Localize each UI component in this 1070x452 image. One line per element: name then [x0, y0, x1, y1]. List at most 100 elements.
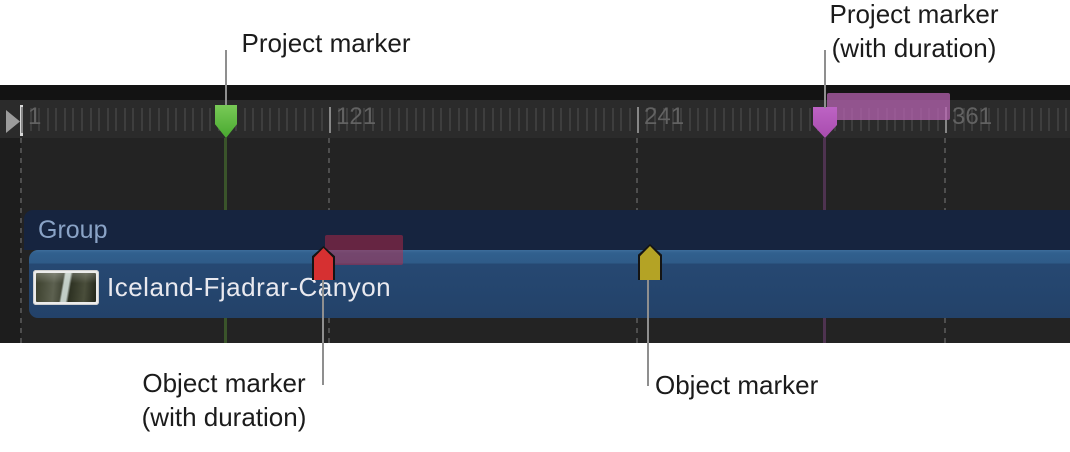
callout-line-object-marker — [647, 280, 649, 386]
ruler-minor-tick — [294, 108, 297, 131]
object-marker-red-fill — [314, 248, 333, 280]
ruler-minor-tick — [1065, 108, 1068, 131]
ruler-minor-tick — [996, 108, 999, 131]
callout-object-marker-duration: Object marker (with duration) — [142, 366, 307, 434]
ruler-minor-tick — [80, 108, 83, 131]
ruler-frame-number: 241 — [644, 103, 685, 130]
ruler-minor-tick — [671, 108, 674, 131]
callout-line-project-marker — [225, 50, 227, 105]
ruler-minor-tick — [800, 108, 802, 131]
dashed-gridline — [20, 138, 22, 343]
ruler-minor-tick — [389, 108, 392, 131]
ruler-minor-tick — [1056, 108, 1059, 131]
ruler-major-tick — [945, 107, 947, 133]
ruler-minor-tick — [611, 108, 614, 131]
ruler-frame-number: 1 — [28, 103, 42, 130]
ruler-minor-tick — [705, 108, 708, 131]
ruler-minor-tick — [252, 108, 255, 131]
ruler-minor-tick — [123, 108, 126, 131]
callout-line-object-marker-duration — [322, 280, 324, 385]
ruler-frame-number: 361 — [952, 103, 993, 130]
ruler-minor-tick — [166, 108, 169, 131]
ruler-major-tick — [21, 107, 23, 133]
ruler-minor-tick — [1048, 108, 1051, 131]
ruler-minor-tick — [971, 108, 974, 131]
ruler-minor-tick — [979, 108, 982, 131]
ruler-minor-tick — [988, 108, 991, 131]
ruler-minor-tick — [372, 108, 374, 131]
ruler-minor-tick — [320, 108, 323, 131]
ruler-minor-tick — [449, 108, 451, 131]
ruler-minor-tick — [534, 108, 537, 131]
ruler-minor-tick — [431, 108, 434, 131]
playhead-icon[interactable] — [6, 110, 20, 133]
callout-project-marker-duration: Project marker (with duration) — [829, 0, 998, 65]
ruler-minor-tick — [954, 108, 956, 131]
project-marker-duration-bar[interactable] — [827, 93, 950, 120]
ruler-minor-tick — [483, 108, 486, 131]
ruler-minor-tick — [38, 108, 41, 131]
ruler-minor-tick — [808, 108, 811, 131]
callout-line-project-marker-duration — [824, 50, 826, 108]
ruler-minor-tick — [346, 108, 349, 131]
ruler-minor-tick — [1031, 108, 1034, 131]
ruler-minor-tick — [149, 108, 152, 131]
ruler-minor-tick — [474, 108, 477, 131]
ruler-minor-tick — [586, 108, 588, 131]
layer-row-label: Iceland-Fjadrar-Canyon — [107, 272, 392, 302]
object-marker-red[interactable] — [312, 246, 335, 280]
ruler-minor-tick — [98, 108, 100, 131]
ruler-minor-tick — [543, 108, 546, 131]
object-marker-yellow-fill — [640, 246, 660, 280]
ruler-minor-tick — [508, 108, 511, 131]
ruler-minor-tick — [962, 108, 965, 131]
callout-object-marker-duration-line2: (with duration) — [141, 402, 307, 432]
ruler-minor-tick — [337, 108, 340, 131]
ruler-minor-tick — [697, 108, 700, 131]
ruler-minor-tick — [354, 108, 357, 131]
callout-object-marker: Object marker — [655, 368, 818, 402]
ruler-minor-tick — [551, 108, 554, 131]
callout-object-marker-label: Object marker — [655, 370, 819, 400]
project-marker-green[interactable] — [215, 105, 237, 138]
ruler-minor-tick — [740, 108, 742, 131]
ruler-minor-tick — [423, 108, 426, 131]
ruler-minor-tick — [654, 108, 657, 131]
ruler-minor-tick — [440, 108, 443, 131]
timeline-top-band — [0, 85, 1070, 100]
ruler-minor-tick — [312, 108, 314, 131]
ruler-minor-tick — [594, 108, 597, 131]
ruler-minor-tick — [406, 108, 409, 131]
ruler-minor-tick — [1022, 108, 1025, 131]
ruler-minor-tick — [209, 108, 212, 131]
object-marker-duration-bar[interactable] — [325, 235, 403, 265]
ruler-minor-tick — [568, 108, 571, 131]
ruler-minor-tick — [491, 108, 494, 131]
ruler-minor-tick — [774, 108, 777, 131]
ruler-minor-tick — [500, 108, 503, 131]
timeline-left-margin — [0, 138, 21, 343]
ruler-minor-tick — [457, 108, 460, 131]
ruler-minor-tick — [680, 108, 683, 131]
layer-thumbnail — [33, 270, 99, 305]
layer-row-iceland[interactable]: Iceland-Fjadrar-Canyon — [29, 250, 1070, 318]
group-row[interactable]: Group — [24, 210, 1070, 250]
ruler-minor-tick — [140, 108, 143, 131]
ruler-minor-tick — [200, 108, 203, 131]
ruler-minor-tick — [175, 108, 178, 131]
ruler-minor-tick — [560, 108, 563, 131]
callout-project-marker-duration-line2: (with duration) — [831, 33, 997, 63]
ruler-minor-tick — [620, 108, 623, 131]
ruler-minor-tick — [260, 108, 263, 131]
ruler-minor-tick — [29, 108, 32, 131]
ruler-minor-tick — [269, 108, 272, 131]
ruler-minor-tick — [1014, 108, 1016, 131]
canyon-thumbnail-image — [36, 273, 96, 302]
ruler-minor-tick — [791, 108, 794, 131]
ruler-minor-tick — [286, 108, 289, 131]
ruler-minor-tick — [363, 108, 366, 131]
ruler-minor-tick — [397, 108, 400, 131]
ruler-minor-tick — [55, 108, 58, 131]
ruler-minor-tick — [757, 108, 760, 131]
